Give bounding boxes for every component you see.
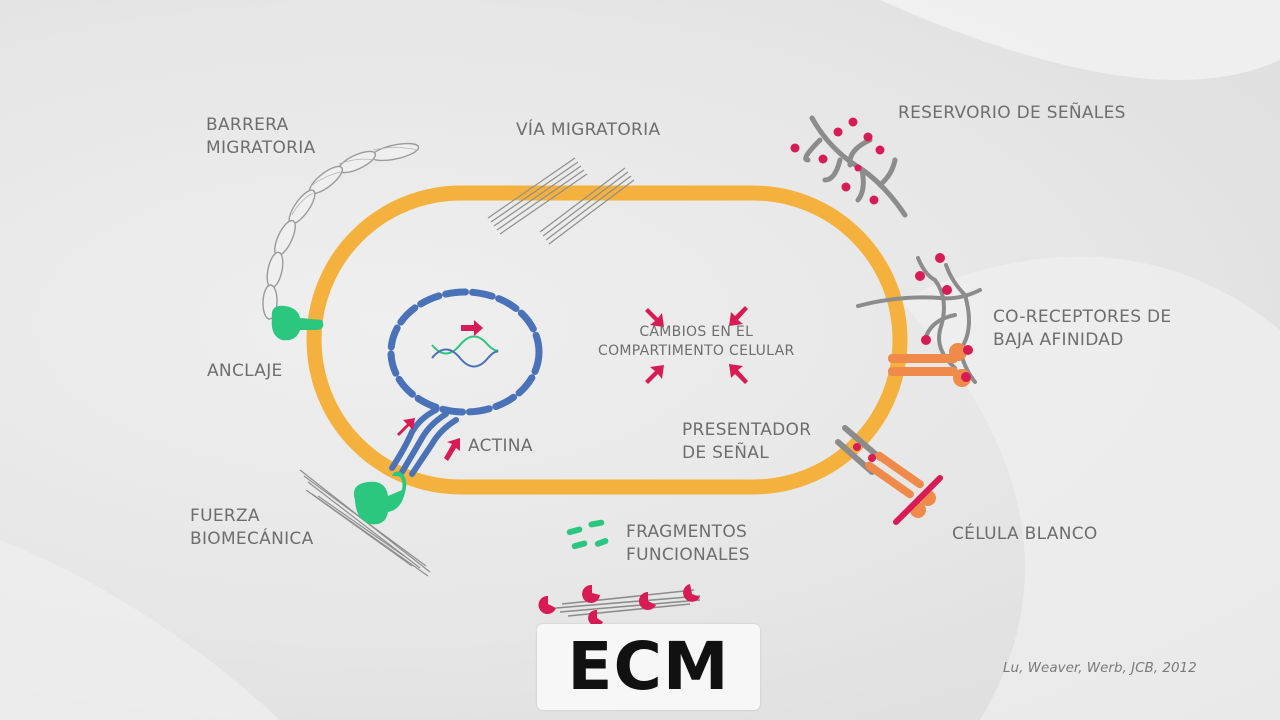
signal-reservoir-dots — [790, 117, 885, 205]
actin-arrow-left-icon — [397, 418, 415, 436]
actin-arrow-right-icon — [444, 438, 460, 461]
migration-fibers — [487, 157, 635, 245]
nucleus-ring — [387, 288, 543, 416]
cell-membrane — [306, 185, 908, 495]
barrier-fiber — [262, 142, 420, 320]
label-low-affinity-coreceptors: CO-RECEPTORES DE BAJA AFINIDAD — [993, 307, 1172, 350]
label-biomechanical-force: FUERZA BIOMECÁNICA — [190, 506, 314, 549]
page-title: ECM — [567, 628, 730, 705]
coreceptor-dots — [915, 253, 973, 382]
label-cell-compartment-changes: CAMBIOS EN EL COMPARTIMENTO CELULAR — [598, 324, 795, 359]
citation-credit: Lu, Weaver, Werb, JCB, 2012 — [1003, 660, 1197, 676]
label-signal-presenter: PRESENTADOR DE SEÑAL — [682, 420, 812, 463]
functional-fragments-icon — [566, 519, 609, 550]
label-migration-barrier: BARRERA MIGRATORIA — [206, 115, 316, 158]
actin-fibers — [389, 407, 459, 477]
compartment-change-arrows — [645, 306, 748, 384]
biomechanical-anchor-green — [353, 471, 407, 525]
label-target-cell: CÉLULA BLANCO — [952, 524, 1098, 544]
anchor-green-shape — [271, 305, 324, 341]
signal-presenter-dots — [853, 443, 876, 462]
fragment-pacman-shapes — [538, 584, 700, 626]
label-anchorage: ANCLAJE — [207, 361, 283, 381]
label-migration-route: VÍA MIGRATORIA — [516, 120, 661, 140]
label-signal-reservoir: RESERVORIO DE SEÑALES — [898, 103, 1126, 123]
label-actin: ACTINA — [468, 436, 533, 456]
signal-presenter-orange — [864, 451, 936, 518]
background-swoosh — [880, 0, 1280, 80]
title-banner: ECM — [537, 624, 760, 710]
target-cell-block-bar — [893, 475, 943, 525]
fragment-fibers — [555, 589, 701, 617]
label-functional-fragments: FRAGMENTOS FUNCIONALES — [626, 522, 750, 565]
background-swoosh-3 — [0, 540, 280, 720]
nucleus-arrow-icon — [461, 320, 483, 336]
background-swoosh-2 — [900, 256, 1280, 720]
dna-helix-icon — [431, 335, 499, 368]
coreceptor-orange-receptors — [888, 343, 971, 387]
barrier-fiber-lines — [291, 147, 419, 216]
